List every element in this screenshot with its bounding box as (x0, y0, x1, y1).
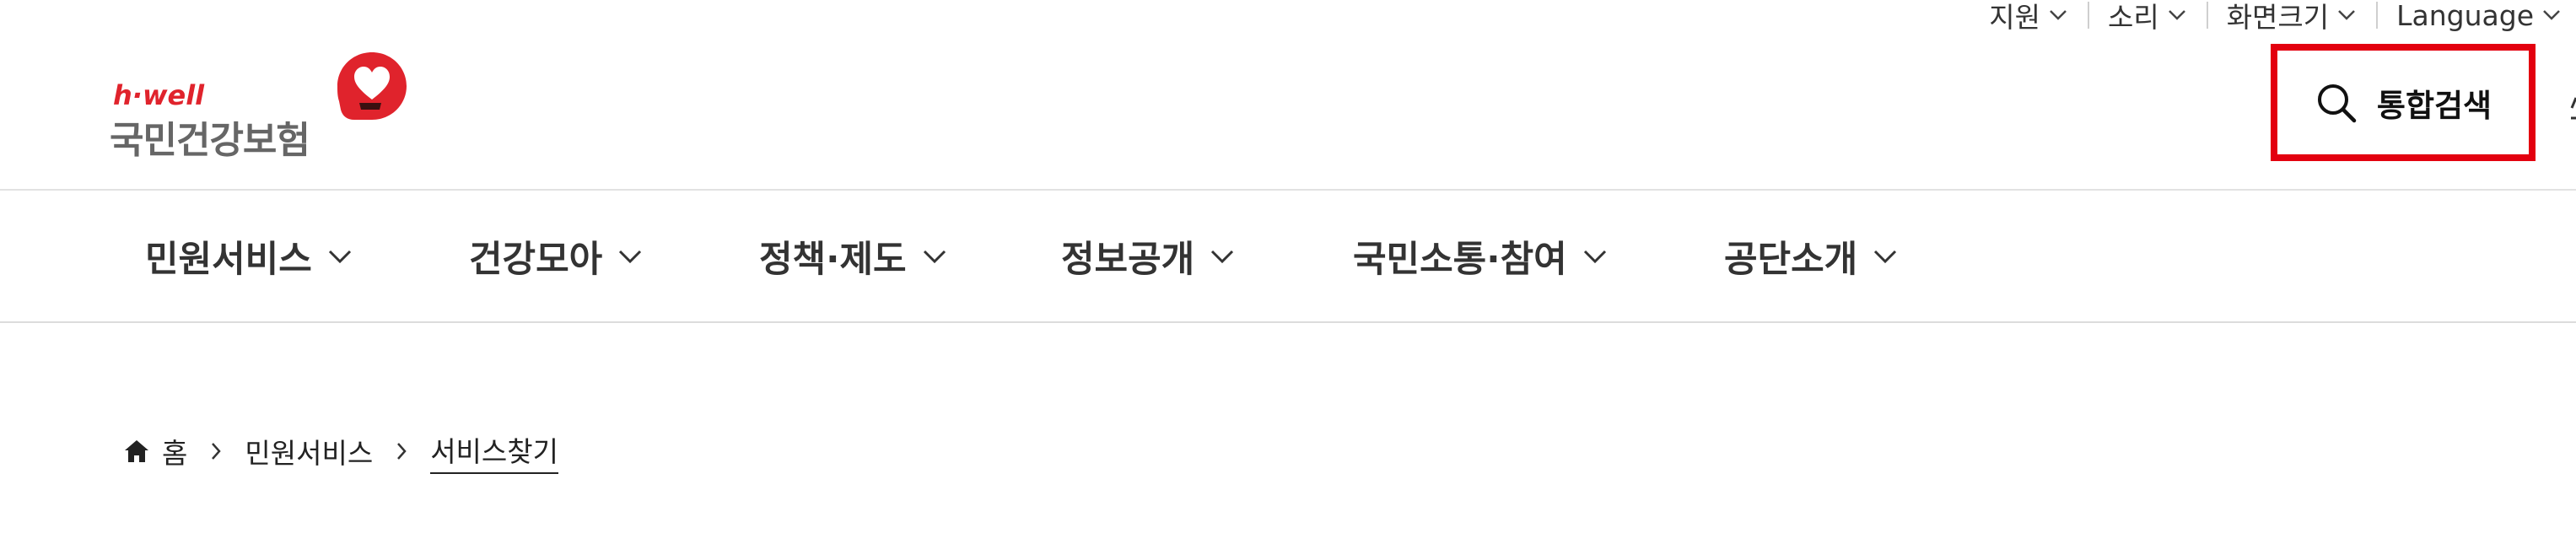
utility-language-menu[interactable]: Language (2376, 0, 2576, 32)
breadcrumb-item-civil-service[interactable]: 민원서비스 (245, 437, 374, 470)
nav-item-label: 건강모아 (469, 239, 603, 281)
logo-title: 국민건강보험 (110, 119, 310, 162)
breadcrumb: 홈 민원서비스 서비스찾기 (123, 429, 558, 474)
chevron-down-icon (1874, 250, 1897, 264)
chevron-down-icon (328, 250, 351, 264)
utility-screen-size-label: 화면크기 (2226, 1, 2330, 34)
chevron-down-icon (1583, 250, 1606, 264)
cut-off-icon (2570, 97, 2576, 120)
utility-language-label: Language (2396, 0, 2534, 32)
home-icon (125, 440, 148, 462)
chevron-down-icon (619, 250, 642, 264)
nav-item-policy[interactable]: 정책·제도 (759, 191, 947, 322)
nav-item-health-moa[interactable]: 건강모아 (469, 191, 643, 322)
nav-item-label: 정보공개 (1061, 239, 1195, 281)
nav-divider (0, 321, 2576, 323)
main-navigation: 민원서비스 건강모아 정책·제도 정보공개 국민소통·참여 공단소개 (0, 191, 2576, 322)
logo-heart-mark (337, 52, 407, 120)
breadcrumb-item-current[interactable]: 서비스찾기 (430, 429, 558, 474)
chevron-right-icon (212, 443, 222, 460)
utility-support-label: 지원 (1989, 1, 2040, 34)
nav-item-label: 정책·제도 (759, 239, 907, 281)
utility-support-menu[interactable]: 지원 (1969, 0, 2088, 34)
chevron-down-icon (2050, 10, 2067, 20)
chevron-down-icon (2338, 10, 2356, 20)
site-logo[interactable]: h·well 국민건강보험 (110, 49, 413, 164)
nav-item-label: 민원서비스 (145, 239, 312, 281)
utility-screen-size-menu[interactable]: 화면크기 (2206, 0, 2376, 34)
utility-sound-label: 소리 (2107, 1, 2159, 34)
nav-item-label: 국민소통·참여 (1353, 239, 1567, 281)
chevron-down-icon (2543, 10, 2560, 20)
header-divider (0, 189, 2576, 191)
nav-item-civil-service[interactable]: 민원서비스 (145, 191, 353, 322)
utility-bar: 지원 소리 화면크기 Language (1969, 0, 2576, 34)
nav-item-label: 공단소개 (1724, 239, 1858, 281)
search-icon (2317, 83, 2357, 122)
nav-item-information-disclosure[interactable]: 정보공개 (1061, 191, 1235, 322)
breadcrumb-home[interactable]: 홈 (123, 431, 187, 471)
integrated-search-button[interactable]: 통합검색 (2271, 44, 2536, 161)
chevron-down-icon (2168, 10, 2185, 20)
nav-item-about[interactable]: 공단소개 (1724, 191, 1898, 322)
chevron-down-icon (1211, 250, 1234, 264)
nav-item-communication[interactable]: 국민소통·참여 (1353, 191, 1608, 322)
utility-sound-menu[interactable]: 소리 (2087, 0, 2207, 34)
integrated-search-label: 통합검색 (2376, 87, 2492, 124)
breadcrumb-home-label: 홈 (162, 437, 188, 470)
chevron-down-icon (923, 250, 946, 264)
logo-subtitle: h·well (113, 79, 205, 111)
chevron-right-icon (397, 443, 407, 460)
